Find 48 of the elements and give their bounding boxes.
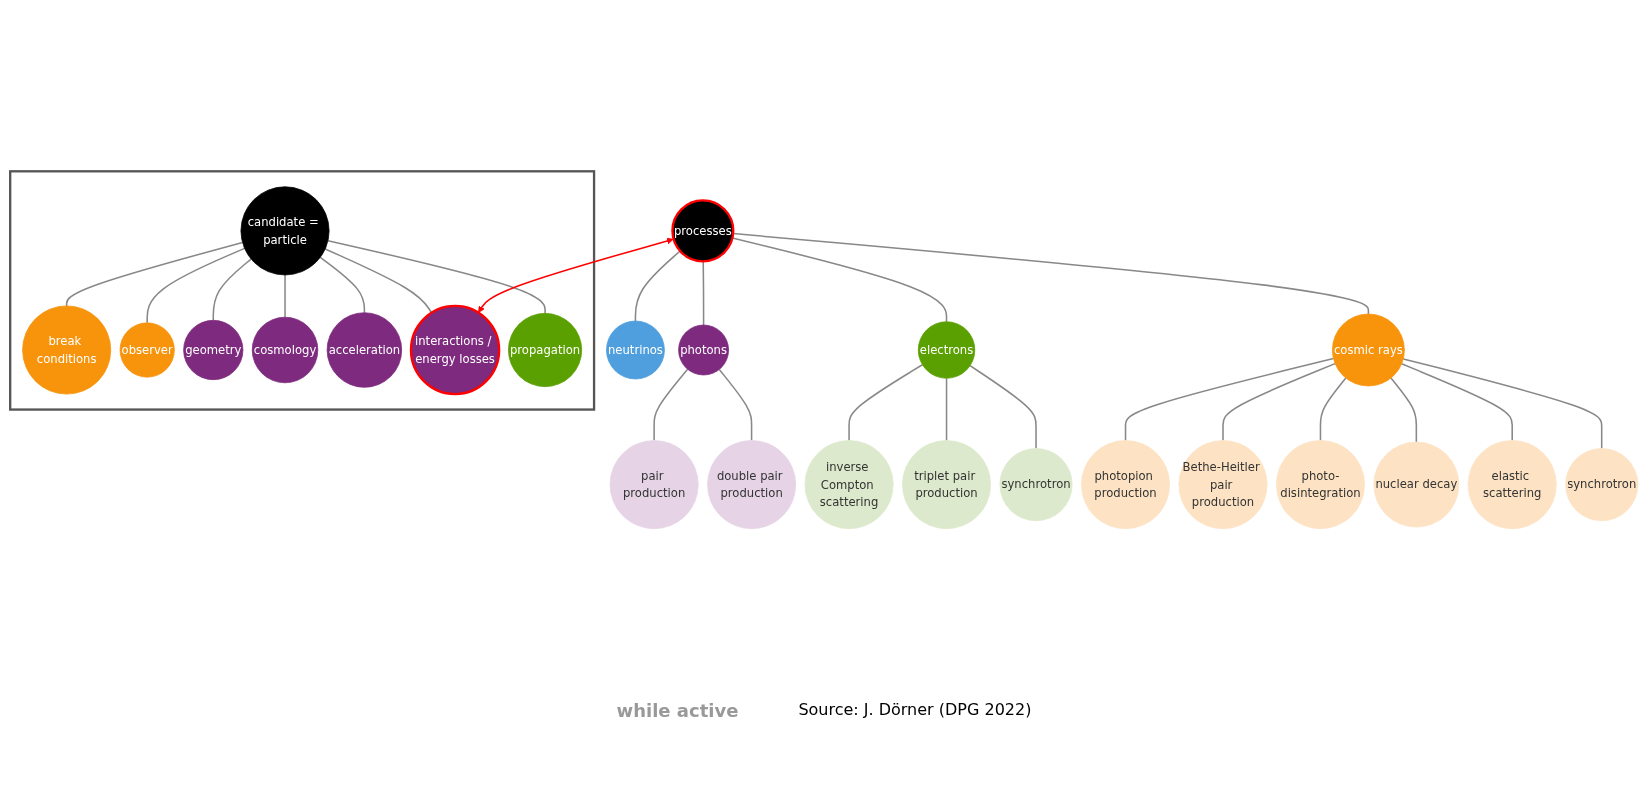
node-circle: pair production — [609, 440, 699, 530]
node-circle: candidate = particle — [240, 186, 330, 276]
note-label: while active — [616, 700, 739, 721]
connector — [1124, 357, 1335, 442]
connector — [1319, 377, 1347, 442]
node-circle: processes — [671, 199, 735, 263]
node-circle: geometry — [183, 319, 244, 381]
connector — [146, 247, 246, 324]
connector — [1390, 377, 1418, 443]
node-circle: propagation — [508, 313, 583, 387]
arrow — [478, 237, 674, 313]
node-circle: inverse Compton scattering — [804, 440, 894, 530]
node-circle: synchrotron — [999, 448, 1073, 522]
connector — [65, 241, 244, 307]
node-circle: neutrinos — [606, 320, 665, 380]
node-circle: triplet pair production — [902, 440, 991, 530]
node-circle: photo-disintegration — [1276, 440, 1365, 530]
connector — [969, 364, 1037, 450]
connector — [945, 377, 948, 442]
connector — [212, 258, 252, 322]
node-circle: cosmology — [251, 316, 319, 384]
node-circle: photopion production — [1081, 440, 1170, 530]
connector — [327, 239, 546, 315]
connector — [718, 368, 753, 442]
connector — [1222, 362, 1336, 442]
connector — [284, 274, 286, 318]
connector — [731, 237, 948, 323]
connector — [1402, 358, 1603, 450]
node-circle: electrons — [917, 321, 976, 379]
node-circle: acceleration — [326, 312, 403, 388]
node-circle: observer — [119, 322, 175, 378]
connector — [848, 363, 924, 442]
node-circle: photons — [678, 324, 729, 376]
node-circle: break conditions — [22, 305, 112, 395]
node-circle: Bethe-Heitler pair production — [1178, 440, 1268, 530]
connector — [324, 248, 433, 314]
connector — [653, 368, 689, 442]
caption: Source: J. Dörner (DPG 2022) — [798, 700, 1032, 721]
node-circle: nuclear decay — [1373, 441, 1460, 528]
connector — [1400, 363, 1513, 442]
node-circle: double pair production — [707, 440, 797, 530]
node-circle: cosmic rays — [1332, 313, 1405, 387]
node-circle: elastic scattering — [1467, 440, 1557, 530]
node-circle: synchrotron — [1565, 448, 1639, 522]
connector — [634, 250, 681, 322]
node-circle: interactions / energy losses — [409, 304, 501, 396]
connector — [319, 256, 366, 314]
cluster — [9, 170, 596, 411]
